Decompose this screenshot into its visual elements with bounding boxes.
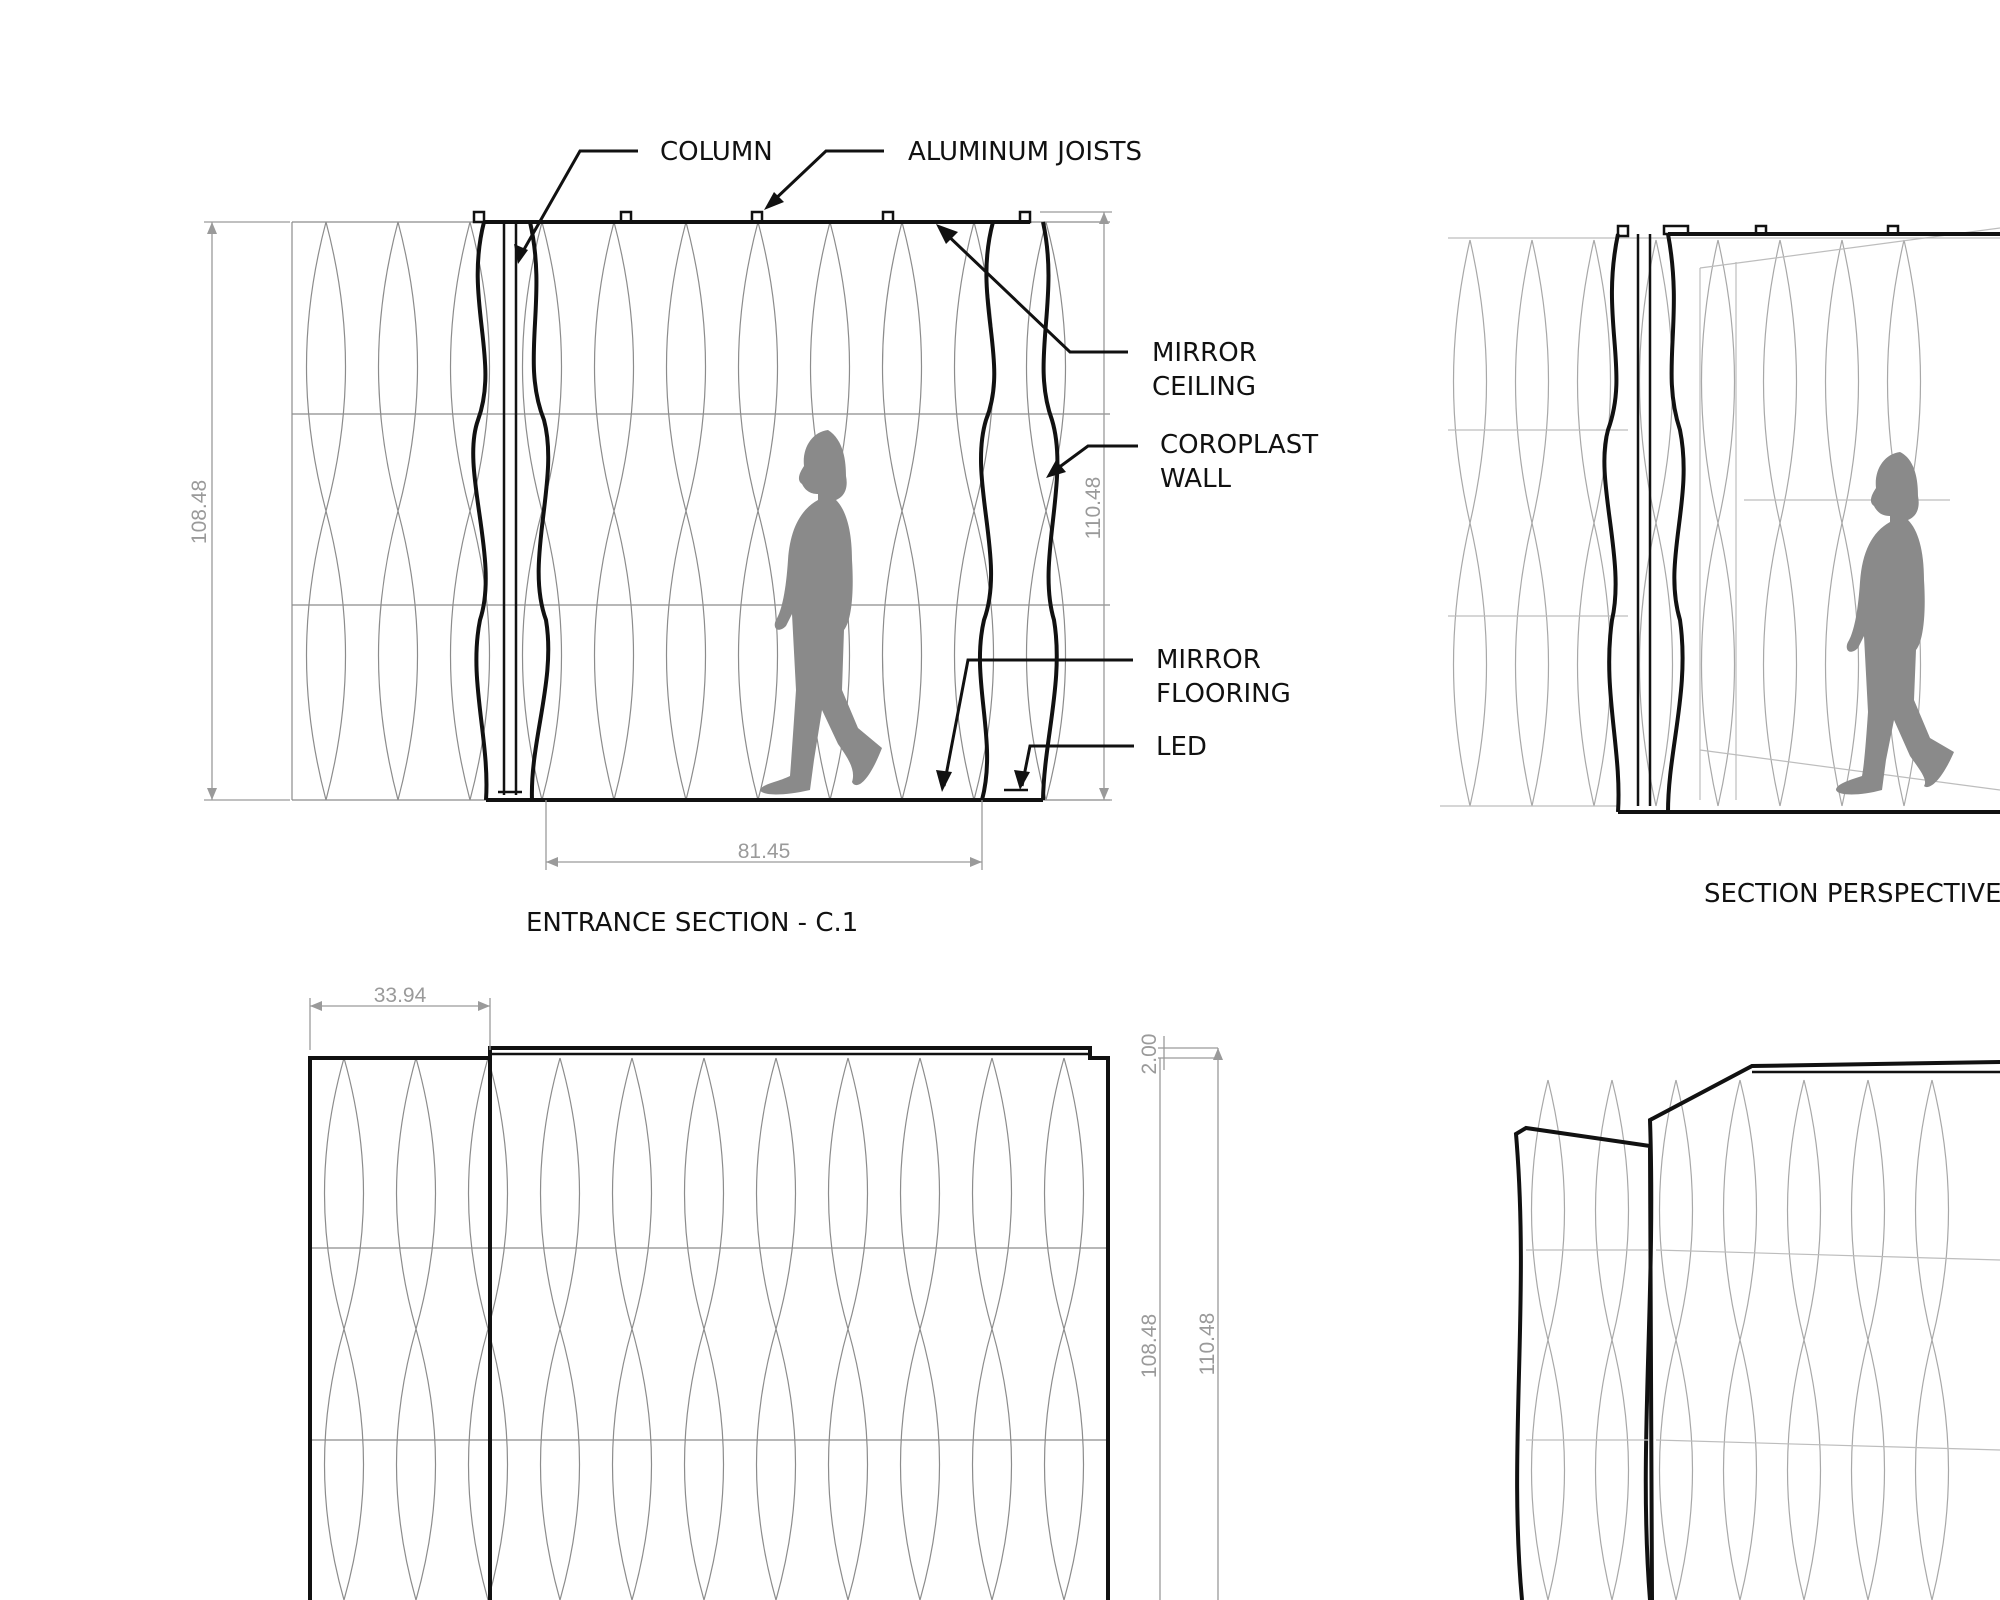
elevation-step-dimension: 2.00: [1138, 1034, 1161, 1075]
mirror-ceiling-label-line1: MIRROR: [1152, 338, 1257, 368]
wave-panel-line: [1658, 1079, 1694, 1600]
coroplast-wall-right-inner: [977, 221, 997, 801]
section-perspective-drawing: SECTION PERSPECTIVE: [1440, 224, 2000, 909]
wave-panel-line: [1514, 239, 1550, 807]
wave-panel-line: [1594, 1079, 1630, 1600]
mirror-flooring-label-line2: FLOORING: [1156, 679, 1291, 709]
joist: [1018, 210, 1032, 224]
mirror-ceiling-leader: [940, 228, 1128, 354]
mirror-flooring-leader: [942, 658, 1133, 787]
entrance-section-drawing: 108.48 110.48 81.45 COLUMN ALUMINUM JOIS…: [188, 137, 1318, 938]
elevation-drawing: 33.94 2.00 108.48 110.48: [308, 984, 1223, 1600]
column-leader: [516, 149, 638, 261]
column-label: COLUMN: [660, 137, 773, 167]
entrance-height-right-dimension: 110.48: [1082, 477, 1105, 540]
coroplast-wall-leader: [1049, 444, 1138, 476]
joist: [881, 210, 895, 224]
aluminum-joists-label: ALUMINUM JOISTS: [908, 137, 1142, 167]
wave-panel-pattern: [1530, 1079, 1950, 1600]
wave-panel-line: [665, 221, 707, 801]
wave-panel-line: [1043, 1057, 1085, 1600]
entrance-section-title: ENTRANCE SECTION - C.1: [526, 908, 858, 938]
wave-panel-line: [971, 1057, 1013, 1600]
coroplast-wall-left-outer: [471, 221, 489, 801]
wave-panel-line: [899, 1057, 941, 1600]
exterior-perspective-drawing: [1513, 1060, 2000, 1600]
mirror-flooring-label-line1: MIRROR: [1156, 645, 1261, 675]
wave-panel-pattern: [323, 1057, 1085, 1600]
wave-panel-line: [827, 1057, 869, 1600]
led-label: LED: [1156, 732, 1207, 762]
joist: [750, 210, 764, 224]
coroplast-wall-left-inner: [528, 221, 551, 801]
wave-panel-line: [377, 221, 419, 801]
wave-panel-line: [953, 221, 995, 801]
wave-panel-line: [1638, 239, 1674, 807]
coroplast-wall-right-outer: [1041, 221, 1060, 801]
wave-panel-line: [305, 221, 347, 801]
wave-panel-line: [737, 221, 779, 801]
wave-panel-line: [611, 1057, 653, 1600]
wave-panel-line: [1530, 1079, 1566, 1600]
wave-panel-line: [395, 1057, 437, 1600]
wave-panel-line: [1722, 1079, 1758, 1600]
wave-panel-line: [449, 221, 491, 801]
coroplast-wall-label-line2: WALL: [1160, 464, 1232, 494]
wave-panel-pattern: [1452, 239, 1922, 807]
wave-panel-line: [1576, 239, 1612, 807]
led-leader: [1020, 744, 1134, 787]
elevation-height-outer-dimension: 110.48: [1196, 1313, 1219, 1376]
entrance-width-dimension: 81.45: [738, 840, 791, 863]
wave-panel-line: [881, 221, 923, 801]
joist: [619, 210, 633, 224]
wave-panel-line: [683, 1057, 725, 1600]
wave-panel-pattern: [305, 221, 1067, 801]
person-silhouette: [1836, 452, 1954, 795]
elevation-outline: [308, 1046, 1110, 1600]
person-silhouette: [760, 430, 882, 795]
wave-panel-line: [1452, 239, 1488, 807]
aluminum-joists-leader: [768, 149, 884, 206]
wave-panel-line: [539, 1057, 581, 1600]
wave-panel-line: [755, 1057, 797, 1600]
wave-panel-line: [1762, 239, 1798, 807]
wave-panel-line: [1850, 1079, 1886, 1600]
wave-panel-line: [1824, 239, 1860, 807]
wave-panel-line: [593, 221, 635, 801]
wave-panel-line: [323, 1057, 365, 1600]
joist: [472, 210, 486, 224]
section-perspective-title: SECTION PERSPECTIVE: [1704, 879, 2000, 909]
wave-panel-line: [1700, 239, 1736, 807]
coroplast-wall-label-line1: COROPLAST: [1160, 430, 1318, 460]
entrance-height-left-dimension: 108.48: [188, 480, 211, 544]
mirror-ceiling-label-line2: CEILING: [1152, 372, 1256, 402]
wave-panel-line: [1914, 1079, 1950, 1600]
elevation-height-inner-dimension: 108.48: [1138, 1314, 1161, 1378]
wave-panel-line: [1786, 1079, 1822, 1600]
elevation-offset-dimension: 33.94: [374, 984, 427, 1007]
